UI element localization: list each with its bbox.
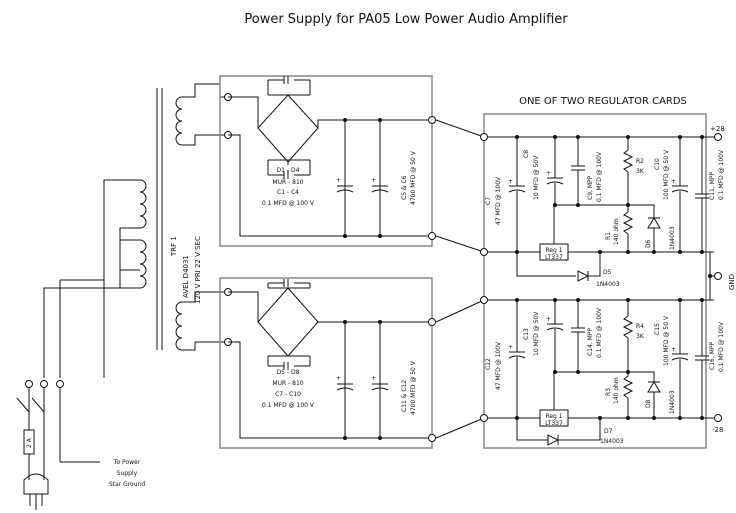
r3-value: 140 ohm — [613, 377, 620, 404]
regulator-card-box — [483, 113, 707, 449]
c11-value: 0.1 MFD @ 100V — [718, 149, 725, 200]
c1-c4-label: C1 - C4 — [277, 189, 299, 196]
trf-name: TRF 1 — [170, 236, 178, 257]
bridge-bottom-diamond — [257, 287, 319, 357]
c13-label: C13 — [523, 328, 530, 340]
c11-c12-label: C11 & C12 — [401, 380, 408, 412]
c16-label: C16, MPP — [709, 342, 716, 370]
c15-label: C15 — [654, 323, 661, 335]
fuse-label: 2 A — [26, 437, 33, 448]
mur810-top: MUR - 810 — [272, 179, 303, 186]
mains-input: 2 A To Power Supply Star Ground — [16, 380, 145, 510]
transformer: TRF 1 AVEL D4031 120 V PRI 22 V SEC — [43, 83, 228, 378]
c8-label: C8 — [523, 150, 530, 158]
d5-label: D5 — [603, 269, 612, 276]
d6-value: 1N4003 — [669, 226, 676, 250]
regulator-card: Reg 1 LT337 + + + C — [343, 113, 736, 449]
reg-top-value: LT337 — [545, 254, 563, 261]
regulator-heading: ONE OF TWO REGULATOR CARDS — [519, 96, 687, 107]
bridge-top-diamond — [257, 94, 319, 163]
svg-text:+: + — [671, 346, 676, 353]
d5-d8-label: D5 - D8 — [277, 369, 300, 376]
d8-label: D8 — [645, 399, 652, 408]
c14-value: 0.1 MFD @ 100V — [596, 307, 603, 358]
c10-label: C10 — [654, 158, 661, 170]
c11-c12-value: 4700 MFD @ 50 V — [410, 360, 417, 415]
trf-rating: 120 V PRI 22 V SEC — [194, 236, 202, 304]
c9-label: C9, MPP — [587, 175, 594, 200]
r2-label: R2 — [636, 158, 644, 165]
vout-positive: +28 — [710, 125, 725, 133]
svg-text:+: + — [546, 170, 551, 177]
c13-value: 10 MFD @ 50V — [533, 311, 540, 356]
diagram-title: Power Supply for PA05 Low Power Audio Am… — [244, 12, 568, 27]
d7-value: 1N4003 — [600, 438, 624, 445]
c14-label: C14, MPP — [587, 328, 594, 356]
switch-lever-2 — [31, 397, 45, 413]
trf-model: AVEL D4031 — [182, 255, 190, 298]
c7-c10-label: C7 - C10 — [275, 391, 301, 398]
c7-c10-value: 0.1 MFD @ 100 V — [262, 402, 315, 409]
r3-label: R3 — [605, 388, 612, 396]
svg-text:+: + — [371, 375, 376, 382]
d1-d4-label: D1 - D4 — [277, 167, 300, 174]
ground-note-1: To Power — [113, 459, 141, 466]
svg-text:+: + — [508, 344, 513, 351]
secondary-coil-top — [175, 96, 183, 146]
rectifier-top-box — [219, 75, 433, 247]
svg-text:+: + — [371, 177, 376, 184]
svg-text:+: + — [336, 177, 341, 184]
d5-value: 1N4003 — [596, 281, 620, 288]
c11-label: C11, MPP — [709, 172, 716, 200]
c10-value: 100 MFD @ 50 V — [663, 149, 670, 200]
plug-icon — [23, 473, 49, 495]
rectifier-bottom: + + D5 - D8 MUR - 810 C7 - C10 0.1 MFD @… — [219, 277, 436, 449]
svg-text:+: + — [336, 375, 341, 382]
r4-value: 3K — [636, 333, 645, 340]
vout-negative: -28 — [712, 426, 723, 434]
c8-value: 10 MFD @ 50V — [533, 155, 540, 200]
gnd-label: GND — [728, 274, 736, 290]
ground-note-3: Star Ground — [109, 481, 145, 488]
rectifier-top: + + D1 - D4 MUR - 810 C1 - C4 0.1 MFD @ … — [219, 75, 436, 247]
c9-value: 0.1 MFD @ 100V — [596, 151, 603, 202]
d8-value: 1N4003 — [669, 390, 676, 414]
c16-value: 0.1 MFD @ 100V — [718, 321, 725, 372]
c15-value: 100 MFD @ 50 V — [663, 315, 670, 366]
c5-c6-label: C5 & C6 — [401, 175, 408, 200]
reg-bottom-label: Reg 1 — [545, 413, 562, 420]
c7-value: 47 MFD @ 100V — [495, 176, 502, 225]
ground-note-2: Supply — [117, 470, 138, 477]
r2-value: 3K — [636, 168, 645, 175]
reg-top-label: Reg 1 — [545, 247, 562, 254]
mur810-bottom: MUR - 810 — [272, 380, 303, 387]
r1-label: R1 — [605, 232, 612, 240]
c5-c6-value: 4700 MFD @ 50 V — [410, 150, 417, 205]
c12-label: C12 — [485, 358, 492, 370]
c7-label: C7 — [485, 197, 492, 205]
rectifier-bottom-box — [219, 277, 433, 449]
switch-lever-1 — [16, 397, 30, 413]
r1-value: 140 ohm — [613, 218, 620, 245]
r4-label: R4 — [636, 323, 644, 330]
primary-coil — [139, 179, 147, 289]
secondary-coil-bottom — [175, 301, 183, 351]
svg-text:+: + — [546, 316, 551, 323]
c12-value: 47 MFD @ 100V — [495, 341, 502, 390]
svg-text:+: + — [671, 178, 676, 185]
reg-bottom-value: LT337 — [545, 420, 563, 427]
c1-c4-value: 0.1 MFD @ 100 V — [262, 200, 315, 207]
d6-label: D6 — [645, 239, 652, 248]
svg-text:+: + — [508, 178, 513, 185]
d7-label: D7 — [604, 428, 613, 435]
